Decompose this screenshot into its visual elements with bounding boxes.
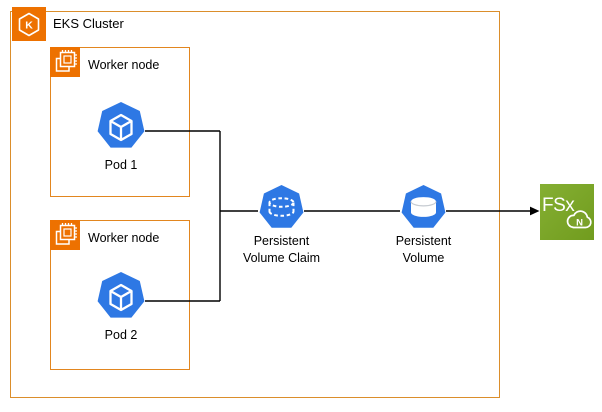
fsx-netapp-ontap-icon: FSx N	[540, 184, 594, 240]
fsx-badge-letter: N	[576, 218, 583, 229]
eks-icon-letter: K	[25, 20, 33, 32]
arrowhead-icon	[530, 206, 540, 216]
pod-icon	[96, 101, 146, 151]
pvc-label-line1: Persistent	[253, 234, 310, 248]
pv-label-line2: Volume	[402, 251, 445, 265]
pvc-label-line2: Volume Claim	[242, 251, 321, 265]
cpu-chip-icon	[50, 47, 80, 77]
pod-2-label: Pod 2	[104, 328, 138, 342]
pv-label-line1: Persistent	[395, 234, 452, 248]
eks-cluster-label: EKS Cluster	[53, 16, 124, 31]
cpu-chip-icon	[50, 220, 80, 250]
pod-icon	[96, 271, 146, 321]
worker-node-2-label: Worker node	[88, 231, 160, 245]
worker-node-1-label: Worker node	[88, 58, 160, 72]
persistent-volume-icon	[400, 184, 447, 231]
pod-1-label: Pod 1	[104, 158, 138, 172]
eks-icon: K	[12, 7, 46, 41]
persistent-volume-claim-icon	[258, 184, 305, 231]
fsx-icon-text: FSx	[542, 195, 575, 216]
cloud-icon	[566, 210, 592, 229]
